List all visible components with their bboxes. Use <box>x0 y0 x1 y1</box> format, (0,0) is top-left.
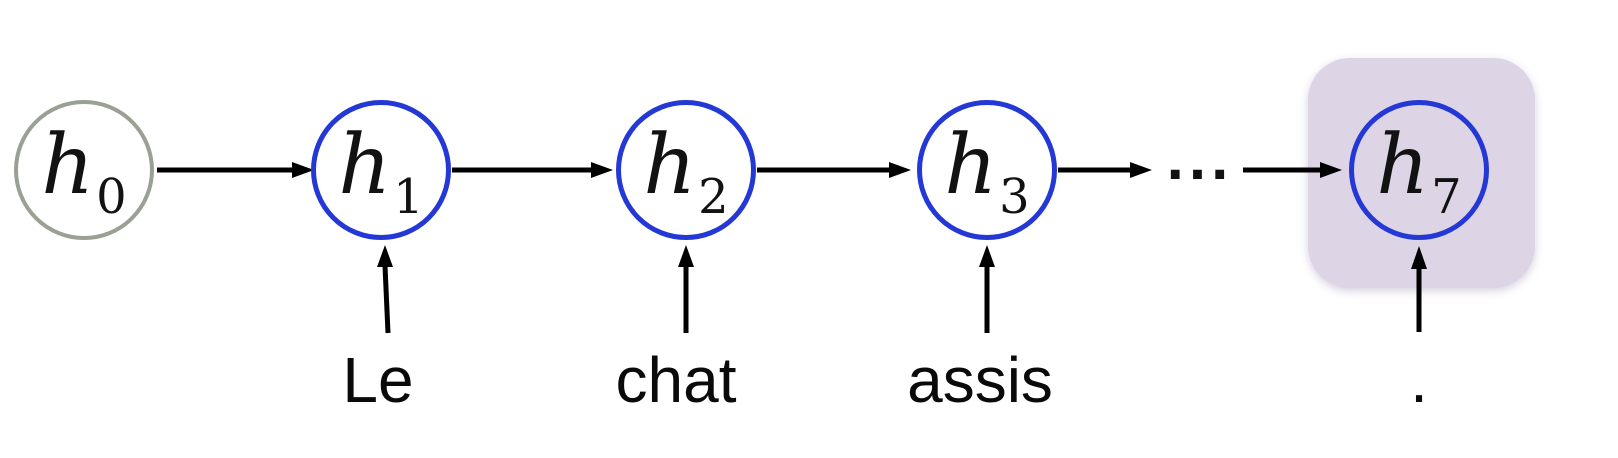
arrow-h2-to-h3 <box>757 162 911 178</box>
arrow-h1-to-h2 <box>452 162 613 178</box>
input-word-chat: chat <box>615 344 737 416</box>
input-arrow-chat-to-h2 <box>678 245 694 333</box>
input-word-period: . <box>1410 344 1428 416</box>
input-word-le: Le <box>342 344 414 416</box>
input-arrow-assis-to-h3 <box>979 245 995 333</box>
arrow-h3-to-ellipsis <box>1058 162 1152 178</box>
input-arrow-le-to-h1 <box>377 245 393 334</box>
arrow-h0-to-h1 <box>157 162 314 178</box>
ellipsis: ... <box>1166 124 1234 193</box>
input-word-assis: assis <box>907 344 1053 416</box>
